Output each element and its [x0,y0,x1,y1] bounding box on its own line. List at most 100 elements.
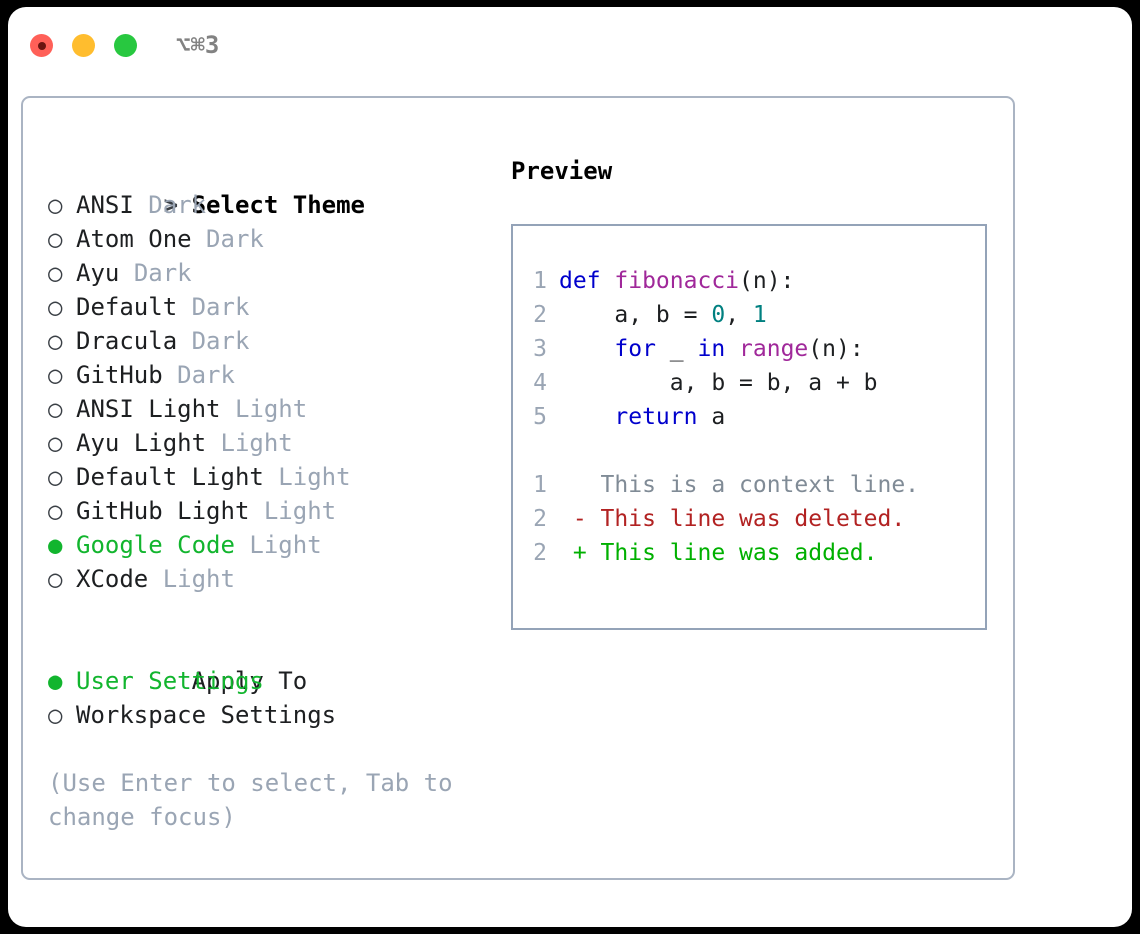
minimize-icon[interactable] [72,34,95,57]
line-number: 4 [533,370,547,396]
theme-variant-badge: Dark [191,327,250,355]
code-token: 1 [752,302,767,328]
theme-name-gap [177,293,191,321]
theme-list-item[interactable]: ○Default Light Light [48,460,488,494]
theme-name: GitHub Light [76,497,250,525]
theme-variant-badge: Light [162,565,235,593]
theme-name: ANSI [76,191,134,219]
apply-to-header: Apply To [48,630,488,695]
code-token: 0 [711,302,726,328]
theme-list-item[interactable]: ○ Ayu Light Light [48,426,488,460]
code-token: (n): [739,268,795,294]
theme-name-gap [206,429,220,457]
theme-list-item[interactable]: ○Atom One Dark [48,222,488,256]
theme-name: Default Light [76,463,264,491]
code-token: for [559,336,656,362]
line-text: a, b = 0, 1 [559,298,767,332]
theme-list-item[interactable]: ○GitHub Light Light [48,494,488,528]
theme-variant-badge: Light [220,429,293,457]
keyboard-hint: (Use Enter to select, Tab to change focu… [48,769,453,831]
line-text: def fibonacci(n): [559,264,794,298]
line-text: - This line was deleted. [559,502,905,536]
line-text: + This line was added. [559,536,878,570]
apply-to-label: Workspace Settings [76,701,337,729]
theme-name: ANSI Light [76,395,221,423]
code-line: 3 for _ in range(n): [513,332,985,366]
code-token: , [725,302,753,328]
line-number: 3 [533,336,547,362]
theme-list: ○ANSI Dark○Atom One Dark○Ayu Dark○Defaul… [48,188,488,596]
close-icon[interactable] [30,34,53,57]
code-token: - This line was deleted. [559,506,906,532]
apply-to-item[interactable]: ●User Settings [48,664,488,698]
line-number: 2 [533,506,547,532]
line-number: 1 [533,268,547,294]
theme-list-item[interactable]: ○GitHub Dark [48,358,488,392]
radio-unselected-icon: ○ [48,259,63,287]
theme-list-item[interactable]: ○ ANSI Light Light [48,392,488,426]
radio-unselected-icon: ○ [48,429,63,457]
diff-line: 2 + This line was added. [513,536,985,570]
line-text: This is a context line. [559,468,920,502]
code-token: fibonacci [614,268,740,294]
theme-name-gap [163,361,177,389]
line-text: for _ in range(n): [559,332,863,366]
radio-unselected-icon: ○ [48,395,63,423]
theme-list-header: > Select Theme [48,154,488,219]
list-spacer [48,596,488,630]
theme-name-gap [192,225,206,253]
theme-name-gap [264,463,278,491]
code-token: This is a context line. [559,472,920,498]
theme-name: Google Code [76,531,235,559]
code-line: 4 a, b = b, a + b [513,366,985,400]
theme-list-item[interactable]: ○Default Dark [48,290,488,324]
line-number: 5 [533,404,547,430]
code-token: range [739,336,809,362]
theme-list-item[interactable]: ● Google Code Light [48,528,488,562]
radio-unselected-icon: ○ [48,497,63,525]
theme-name-gap [119,259,133,287]
code-token [725,336,739,362]
theme-name-gap [177,327,191,355]
keyboard-shortcut-label: ⌥⌘3 [176,31,220,59]
theme-variant-badge: Light [249,531,322,559]
theme-list-item[interactable]: ○Dracula Dark [48,324,488,358]
theme-list-item[interactable]: ○XCode Light [48,562,488,596]
code-token: a, b = b, a + b [559,370,878,396]
radio-selected-icon: ● [48,667,63,695]
code-line: 1 def fibonacci(n): [513,264,985,298]
radio-unselected-icon: ○ [48,463,63,491]
code-token: + This line was added. [559,540,878,566]
traffic-light-buttons [30,34,137,57]
apply-to-item[interactable]: ○Workspace Settings [48,698,488,732]
title-bar: ⌥⌘3 [8,7,1132,85]
theme-name-gap [148,565,162,593]
theme-name: Ayu Light [76,429,207,457]
code-line: 2 a, b = 0, 1 [513,298,985,332]
prompt-caret-icon: > [163,191,193,219]
line-number: 1 [533,472,547,498]
maximize-icon[interactable] [114,34,137,57]
line-number: 2 [533,540,547,566]
diff-sample: 1 This is a context line. 2 - This line w… [513,468,985,570]
radio-unselected-icon: ○ [48,225,63,253]
theme-name: GitHub [76,361,163,389]
code-token: a [697,404,726,430]
diff-line: 1 This is a context line. [513,468,985,502]
theme-variant-badge: Dark [191,293,250,321]
radio-unselected-icon: ○ [48,565,63,593]
theme-name-gap [221,395,235,423]
radio-selected-icon: ● [48,531,63,559]
theme-list-item[interactable]: ○Ayu Dark [48,256,488,290]
theme-name: Ayu [76,259,120,287]
theme-name-gap [134,191,148,219]
code-token: return [559,404,698,430]
theme-name: Dracula [76,327,178,355]
content-panel: > Select Theme ○ANSI Dark○Atom One Dark○… [21,96,1015,880]
theme-variant-badge: Dark [177,361,235,389]
theme-list-item[interactable]: ○ANSI Dark [48,188,488,222]
theme-selector-column: > Select Theme ○ANSI Dark○Atom One Dark○… [48,154,488,834]
theme-variant-badge: Light [234,395,308,423]
